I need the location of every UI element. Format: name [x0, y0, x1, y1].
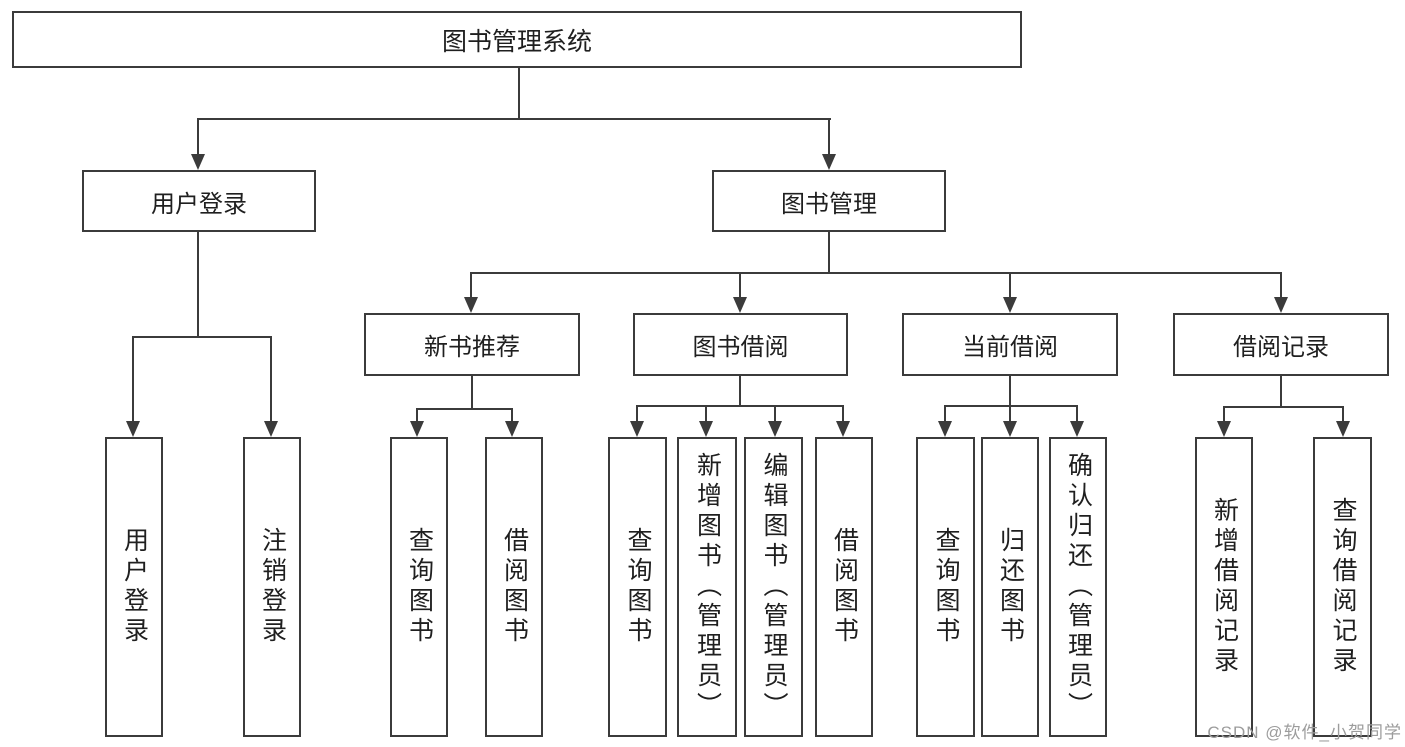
leaf-logout-label: 注销登录 [258, 527, 287, 647]
arrow-down-icon [1274, 297, 1288, 313]
connector-line [470, 272, 1282, 274]
leaf-current-return-books: 归还图书 [981, 437, 1039, 737]
arrow-down-icon [1217, 421, 1231, 437]
leaf-user-login-label: 用户登录 [120, 527, 149, 647]
connector-line [197, 118, 831, 120]
connector-line [1009, 405, 1011, 421]
connector-line [705, 405, 707, 421]
connector-line [1009, 272, 1011, 297]
connector-line [1009, 376, 1011, 405]
connector-line [1342, 406, 1344, 421]
leaf-borrow-add-books-admin: 新增图书（管理员） [677, 437, 737, 737]
leaf-borrow-query-books-label: 查询图书 [624, 527, 652, 647]
leaf-borrow-add-books-admin-label: 新增图书（管理员） [693, 452, 722, 722]
connector-line [842, 405, 844, 421]
arrow-down-icon [1070, 421, 1084, 437]
arrow-down-icon [699, 421, 713, 437]
connector-line [1223, 406, 1344, 408]
arrow-down-icon [126, 421, 140, 437]
arrow-down-icon [464, 297, 478, 313]
arrow-down-icon [938, 421, 952, 437]
leaf-current-return-books-label: 归还图书 [996, 527, 1025, 647]
arrow-down-icon [1336, 421, 1350, 437]
leaf-records-query-record: 查询借阅记录 [1313, 437, 1372, 737]
node-borrow-records-label: 借阅记录 [1233, 334, 1329, 361]
connector-line [511, 408, 513, 421]
leaf-logout: 注销登录 [243, 437, 301, 737]
connector-line [774, 405, 776, 421]
arrow-down-icon [410, 421, 424, 437]
arrow-down-icon [630, 421, 644, 437]
leaf-borrow-edit-books-admin-label: 编辑图书（管理员） [760, 452, 788, 722]
connector-line [270, 336, 272, 421]
connector-line [416, 408, 513, 410]
arrow-down-icon [822, 154, 836, 170]
node-current-borrow-label: 当前借阅 [962, 334, 1058, 361]
leaf-current-query-books: 查询图书 [916, 437, 975, 737]
leaf-current-query-books-label: 查询图书 [932, 527, 960, 647]
leaf-records-add-record-label: 新增借阅记录 [1210, 497, 1239, 677]
connector-line [1280, 272, 1282, 297]
arrow-down-icon [1003, 421, 1017, 437]
leaf-borrow-query-books: 查询图书 [608, 437, 667, 737]
leaf-borrow-borrow-books-label: 借阅图书 [830, 527, 859, 647]
leaf-current-confirm-return-admin: 确认归还（管理员） [1049, 437, 1107, 737]
arrow-down-icon [505, 421, 519, 437]
connector-line [828, 232, 830, 272]
node-root-label: 图书管理系统 [441, 27, 592, 56]
connector-line [739, 376, 741, 405]
connector-line [416, 408, 418, 421]
node-borrow-records: 借阅记录 [1173, 313, 1389, 376]
leaf-newbook-query-books-label: 查询图书 [405, 527, 434, 647]
connector-line [197, 232, 199, 336]
connector-line [518, 68, 520, 118]
connector-line [1280, 376, 1282, 406]
connector-line [944, 405, 946, 421]
connector-line [132, 336, 272, 338]
connector-line [944, 405, 1078, 407]
connector-line [739, 272, 741, 297]
leaf-records-add-record: 新增借阅记录 [1195, 437, 1253, 737]
node-user-login-label: 用户登录 [151, 190, 247, 218]
leaf-borrow-borrow-books: 借阅图书 [815, 437, 873, 737]
connector-line [636, 405, 638, 421]
leaf-newbook-borrow-books-label: 借阅图书 [500, 527, 529, 647]
node-book-borrow-label: 图书借阅 [692, 334, 789, 361]
leaf-records-query-record-label: 查询借阅记录 [1329, 497, 1357, 677]
arrow-down-icon [768, 421, 782, 437]
connector-line [828, 118, 830, 154]
watermark: CSDN @软件_小贺同学 [1207, 723, 1402, 742]
connector-line [132, 336, 134, 421]
arrow-down-icon [836, 421, 850, 437]
node-book-management: 图书管理 [712, 170, 946, 232]
node-book-management-label: 图书管理 [781, 190, 877, 218]
arrow-down-icon [733, 297, 747, 313]
leaf-newbook-borrow-books: 借阅图书 [485, 437, 543, 737]
node-root: 图书管理系统 [12, 11, 1022, 68]
arrow-down-icon [1003, 297, 1017, 313]
connector-line [636, 405, 844, 407]
node-new-book-recommend: 新书推荐 [364, 313, 580, 376]
connector-line [470, 272, 472, 297]
leaf-current-confirm-return-admin-label: 确认归还（管理员） [1064, 452, 1093, 722]
leaf-borrow-edit-books-admin: 编辑图书（管理员） [744, 437, 803, 737]
arrow-down-icon [264, 421, 278, 437]
leaf-newbook-query-books: 查询图书 [390, 437, 448, 737]
connector-line [1076, 405, 1078, 421]
node-new-book-recommend-label: 新书推荐 [424, 334, 520, 361]
node-user-login: 用户登录 [82, 170, 316, 232]
arrow-down-icon [191, 154, 205, 170]
node-current-borrow: 当前借阅 [902, 313, 1118, 376]
connector-line [1223, 406, 1225, 421]
node-book-borrow: 图书借阅 [633, 313, 848, 376]
connector-line [197, 118, 199, 154]
leaf-user-login: 用户登录 [105, 437, 163, 737]
connector-line [471, 376, 473, 408]
